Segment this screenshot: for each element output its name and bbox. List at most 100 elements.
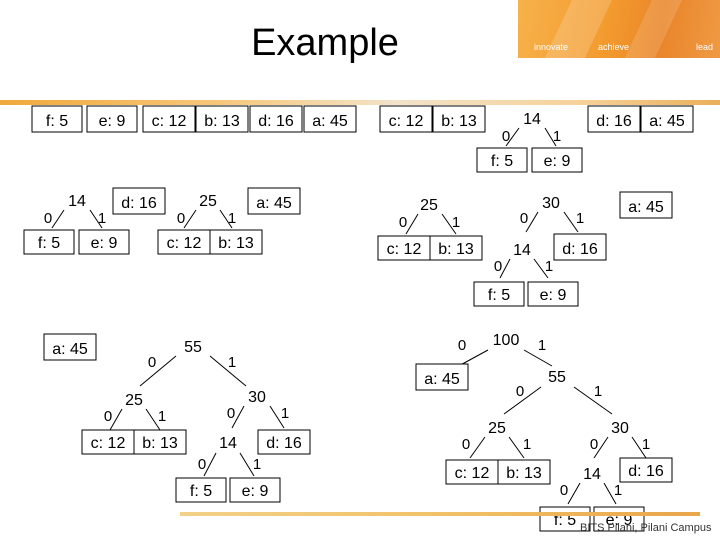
svg-text:a: 45: a: 45 xyxy=(52,341,88,358)
edge-line xyxy=(525,211,539,233)
svg-text:d: 16: d: 16 xyxy=(121,195,157,212)
node-14: 14 xyxy=(583,466,601,483)
svg-text:a: 45: a: 45 xyxy=(312,113,348,130)
node-f5: f: 5 xyxy=(23,229,75,255)
node-c12: c: 12 xyxy=(377,235,431,261)
edge-label-1: 1 xyxy=(452,214,460,231)
svg-text:c: 12: c: 12 xyxy=(167,235,202,252)
node-f5: f: 5 xyxy=(473,281,525,307)
edge-line xyxy=(544,127,557,147)
edge-label-1: 1 xyxy=(228,354,236,371)
node-b13: b: 13 xyxy=(195,105,249,133)
node-25: 25 xyxy=(420,197,438,214)
node-25: 25 xyxy=(125,392,143,409)
edge-label-1: 1 xyxy=(523,436,531,453)
edge-label-0: 0 xyxy=(502,128,510,145)
brand-banner: innovate achieve lead xyxy=(518,0,720,58)
bottom-divider xyxy=(180,512,700,516)
node-30: 30 xyxy=(248,389,266,406)
edge-label-0: 0 xyxy=(590,436,598,453)
footer-text: BITS Pilani, Pilani Campus xyxy=(580,522,712,534)
stage-2-merge-14: c: 12 b: 13 14 0 1 f: 5 e: 9 d: 16 a: 45 xyxy=(379,105,694,173)
node-f5: f: 5 xyxy=(539,506,591,532)
svg-text:b: 13: b: 13 xyxy=(204,113,240,130)
edge-line xyxy=(567,482,581,505)
svg-text:d: 16: d: 16 xyxy=(266,435,302,452)
edge-label-0: 0 xyxy=(148,354,156,371)
svg-text:f: 5: f: 5 xyxy=(491,153,513,170)
edge-label-0: 0 xyxy=(104,408,112,425)
node-30: 30 xyxy=(542,195,560,212)
node-f5: f: 5 xyxy=(476,147,528,173)
svg-text:d: 16: d: 16 xyxy=(596,113,632,130)
node-55: 55 xyxy=(548,369,566,386)
edge-label-1: 1 xyxy=(614,482,622,499)
node-b13: b: 13 xyxy=(432,105,486,133)
node-d16: d: 16 xyxy=(619,457,673,483)
edge-line xyxy=(508,436,525,459)
edge-line xyxy=(523,349,553,367)
slide-title: Example xyxy=(251,22,399,64)
svg-text:f: 5: f: 5 xyxy=(46,113,68,130)
node-d16: d: 16 xyxy=(257,429,311,455)
banner-word-achieve: achieve xyxy=(598,42,630,52)
stage-5-merge-55: a: 45 55 0 1 25 0 1 c: 12 b: 13 30 0 1 1… xyxy=(43,333,311,503)
edge-label-1: 1 xyxy=(576,210,584,227)
edge-label-0: 0 xyxy=(462,436,470,453)
svg-text:d: 16: d: 16 xyxy=(628,463,664,480)
node-c12: c: 12 xyxy=(445,459,499,485)
edge-line xyxy=(209,355,247,387)
edge-line xyxy=(139,355,177,387)
stage-6-final-tree-100: 100 0 1 a: 45 55 0 1 25 0 1 c: 12 b: 13 … xyxy=(415,332,673,532)
node-d16: d: 16 xyxy=(587,105,641,133)
svg-text:e: 9: e: 9 xyxy=(606,512,633,529)
svg-text:f: 5: f: 5 xyxy=(554,512,576,529)
edge-line xyxy=(405,213,419,235)
edge-line xyxy=(145,408,161,431)
svg-text:f: 5: f: 5 xyxy=(190,483,212,500)
edge-line xyxy=(231,405,245,429)
edge-line xyxy=(109,408,123,431)
edge-line xyxy=(441,213,457,235)
node-a45: a: 45 xyxy=(303,105,357,133)
edge-label-0: 0 xyxy=(177,210,185,227)
svg-text:b: 13: b: 13 xyxy=(218,235,254,252)
edge-label-1: 1 xyxy=(642,436,650,453)
node-e9: e: 9 xyxy=(229,477,281,503)
edge-label-1: 1 xyxy=(594,383,602,400)
banner-word-lead: lead xyxy=(696,42,714,52)
stage-4-merge-30: 25 0 1 c: 12 b: 13 30 0 1 14 0 1 d: 16 f… xyxy=(377,191,673,307)
node-b13: b: 13 xyxy=(133,429,187,455)
edge-line xyxy=(269,405,285,429)
svg-text:b: 13: b: 13 xyxy=(142,435,178,452)
node-e9: e: 9 xyxy=(86,105,138,133)
svg-text:c: 12: c: 12 xyxy=(387,241,422,258)
node-c12: c: 12 xyxy=(81,429,135,455)
svg-text:c: 12: c: 12 xyxy=(91,435,126,452)
svg-text:e: 9: e: 9 xyxy=(99,113,126,130)
node-30: 30 xyxy=(611,420,629,437)
node-a45: a: 45 xyxy=(640,105,694,133)
svg-text:b: 13: b: 13 xyxy=(438,241,474,258)
edge-label-0: 0 xyxy=(520,210,528,227)
node-e9: e: 9 xyxy=(78,229,130,255)
node-14: 14 xyxy=(68,193,86,210)
svg-text:e: 9: e: 9 xyxy=(544,153,571,170)
edge-label-0: 0 xyxy=(458,337,466,354)
node-a45: a: 45 xyxy=(619,191,673,219)
node-a45: a: 45 xyxy=(43,333,97,361)
svg-text:c: 12: c: 12 xyxy=(152,113,187,130)
edge-label-1: 1 xyxy=(553,128,561,145)
node-14: 14 xyxy=(513,242,531,259)
node-c12: c: 12 xyxy=(142,105,196,133)
edge-line xyxy=(499,258,511,279)
edge-label-1: 1 xyxy=(98,210,106,227)
edge-line xyxy=(593,436,609,459)
edge-line xyxy=(203,452,217,477)
stage-1-initial-queue: f: 5 e: 9 c: 12 b: 13 d: 16 a: 45 xyxy=(31,105,357,133)
node-55: 55 xyxy=(184,339,202,356)
node-a45: a: 45 xyxy=(247,187,301,215)
svg-text:b: 13: b: 13 xyxy=(506,465,542,482)
node-f5: f: 5 xyxy=(31,105,83,133)
